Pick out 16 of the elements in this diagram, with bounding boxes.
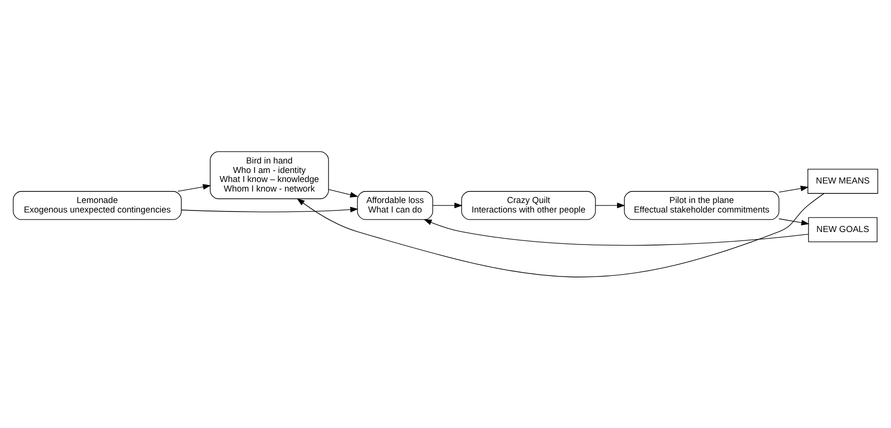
arrow <box>177 184 212 192</box>
arrow <box>328 188 358 198</box>
node-box: Lemonade Exogenous unexpected contingencies <box>12 190 182 220</box>
node-box: Crazy Quilt Interactions with other people <box>461 190 596 220</box>
node-box: Affordable loss What I can do <box>357 190 434 220</box>
arrow <box>778 218 810 225</box>
arrow <box>296 192 824 277</box>
node-box: Pilot in the plane Effectual stakeholder commitments <box>624 190 780 220</box>
node-box: Bird in hand Who I am - identity What I know – knowledge Whom I know - network <box>210 150 329 199</box>
arrow <box>181 206 358 212</box>
arrow <box>595 202 626 208</box>
node-box: NEW GOALS <box>808 216 878 242</box>
arrow <box>424 218 809 246</box>
node-box: NEW MEANS <box>808 168 878 194</box>
arrow <box>778 185 809 192</box>
arrow <box>432 202 462 208</box>
